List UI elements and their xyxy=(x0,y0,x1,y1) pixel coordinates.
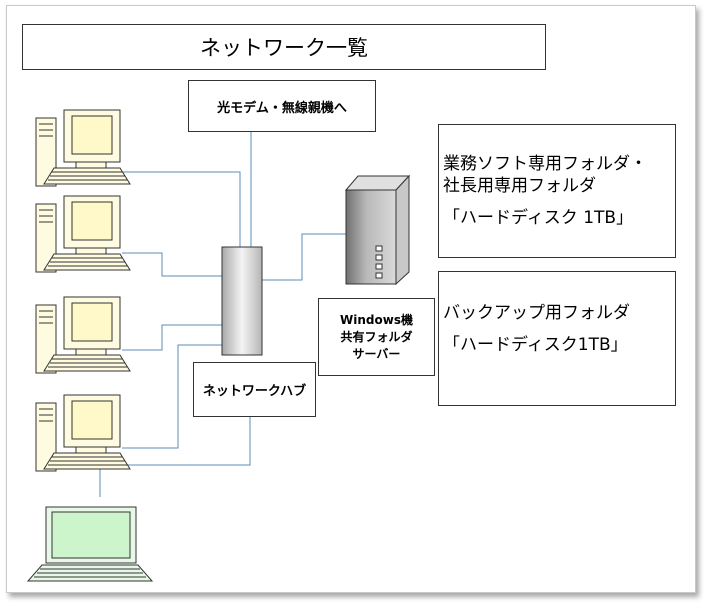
folder-2-line-1: バックアップ用フォルダ xyxy=(443,303,630,323)
network-links xyxy=(99,132,346,497)
backup-folder-box: バックアップ用フォルダ 「ハードディスク1TB」 xyxy=(438,271,676,406)
server-label: Windows機 共有フォルダ サーバー xyxy=(318,298,435,376)
server-label-line-1: Windows機 xyxy=(340,312,413,327)
link-pc2 xyxy=(122,252,222,277)
folder-1-line-1: 業務ソフト専用フォルダ・ xyxy=(443,154,647,174)
link-server xyxy=(262,233,346,281)
desktop-pc-1 xyxy=(35,109,131,187)
folder-2-disk: 「ハードディスク1TB」 xyxy=(443,335,628,355)
desktop-pc-2 xyxy=(35,195,131,273)
link-pc4 xyxy=(122,344,222,449)
shared-folder-box-1: 業務ソフト専用フォルダ・ 社長用専用フォルダ 「ハードディスク 1TB」 xyxy=(438,124,676,258)
desktop-pc-3 xyxy=(35,296,131,374)
server-tower xyxy=(344,174,411,286)
link-pc3 xyxy=(122,324,222,351)
hub-label: ネットワークハブ xyxy=(193,362,316,417)
link-pc1 xyxy=(122,171,241,247)
network-hub-device xyxy=(221,246,263,356)
link-laptop xyxy=(99,417,251,497)
server-label-line-2: 共有フォルダ xyxy=(340,329,413,344)
modem-label: 光モデム・無線親機へ xyxy=(188,80,376,132)
folder-1-disk: 「ハードディスク 1TB」 xyxy=(443,208,634,228)
folder-1-line-2: 社長用専用フォルダ xyxy=(443,176,596,196)
laptop xyxy=(26,506,154,582)
server-label-line-3: サーバー xyxy=(352,346,401,361)
desktop-pc-4 xyxy=(35,394,131,472)
page-title: ネットワーク一覧 xyxy=(22,24,546,70)
